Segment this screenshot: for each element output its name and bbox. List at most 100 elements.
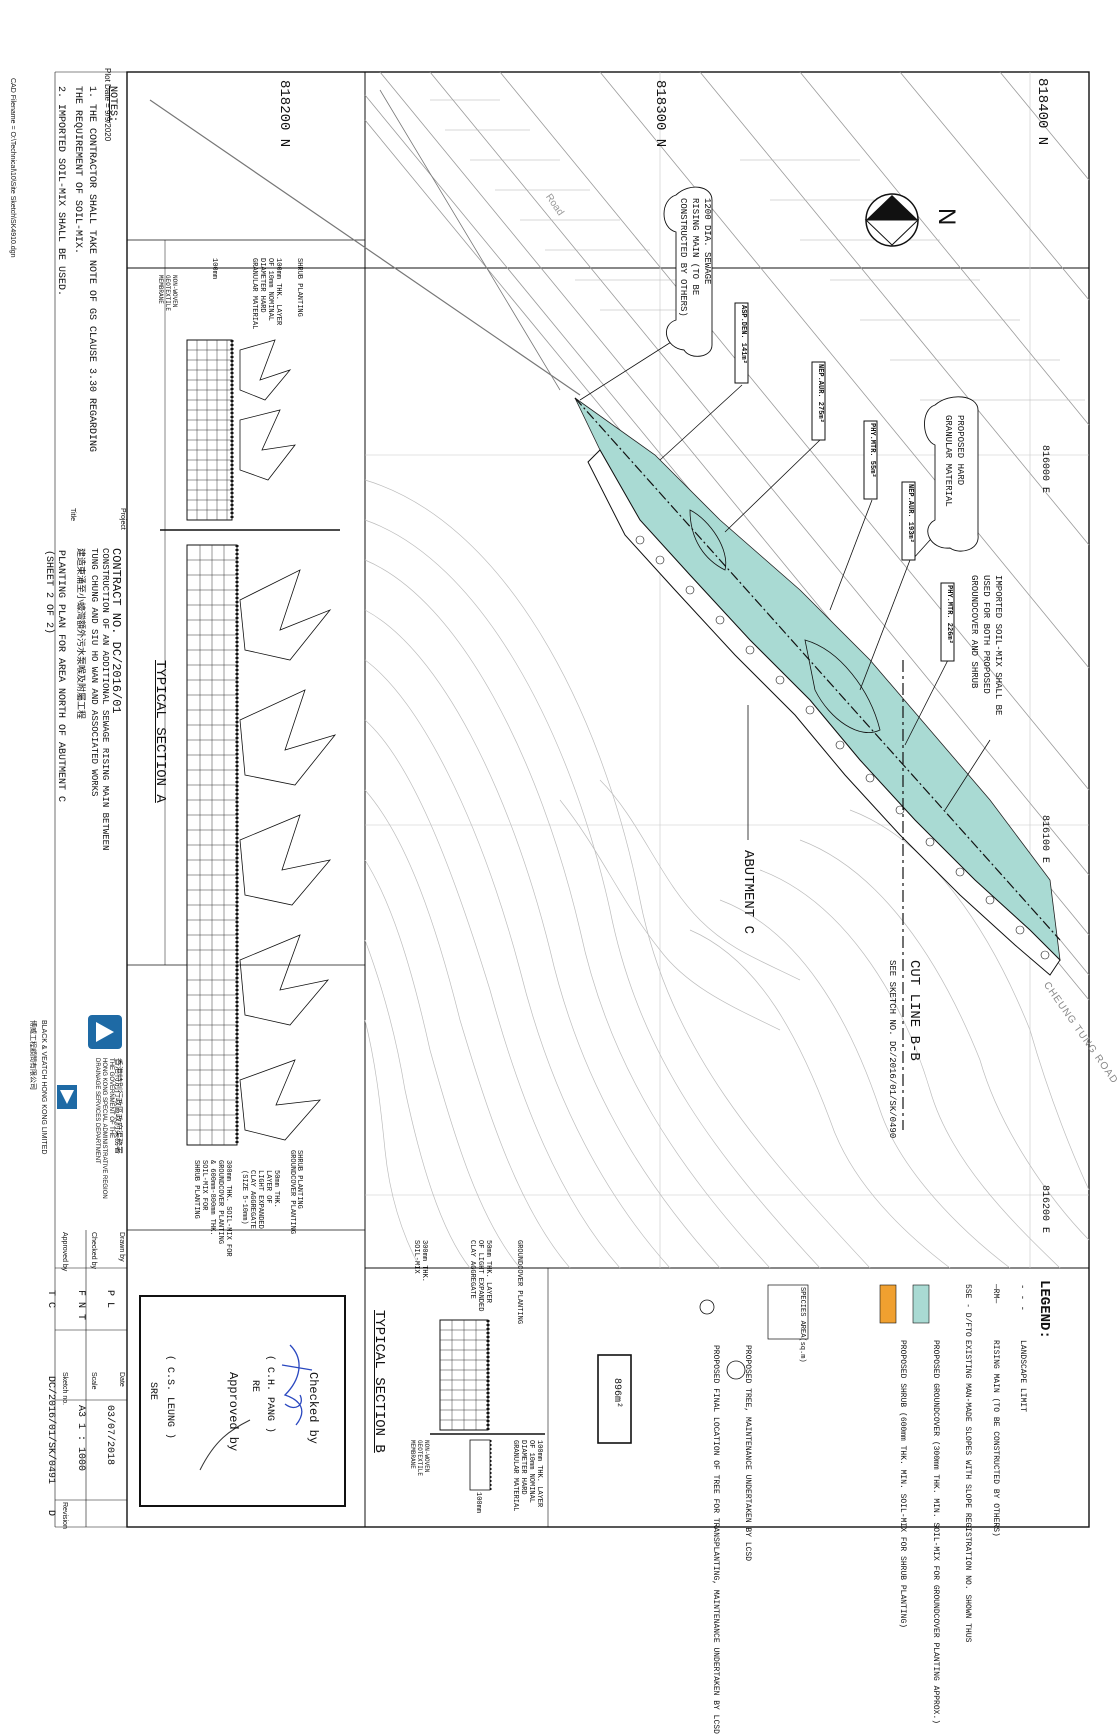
legend-heading: LEGEND: xyxy=(1036,1280,1052,1339)
bv-line-0: BLACK & VEATCH HONG KONG LIMITED xyxy=(40,1020,47,1155)
note-1: 1. THE CONTRACTOR SHALL TAKE NOTE OF GS … xyxy=(86,86,97,453)
note-1-cont: THE REQUIREMENT OF SOIL-MIX. xyxy=(72,86,83,255)
hard-granular-2: GRANULAR MATERIAL xyxy=(943,415,953,507)
north-label: N xyxy=(933,208,960,226)
sec-a-right-10: SOIL-MIX FOR xyxy=(200,1160,208,1211)
abutment-label: ABUTMENT C xyxy=(740,850,756,935)
dsd-logo-icon xyxy=(88,1015,122,1049)
drawing-canvas xyxy=(54,71,1090,1528)
sketch-label: Sketch no. xyxy=(61,1372,68,1406)
sec-a-right-8: GROUNDCOVER PLANTING xyxy=(216,1160,224,1245)
grid-816200e: 816200 E xyxy=(1039,1185,1050,1234)
north-arrow-icon xyxy=(864,193,920,247)
sec-a-right-1: GROUNDCOVER PLANTING xyxy=(288,1150,296,1235)
dsd-line-0: 香港特別行政區政府渠務署 xyxy=(114,1058,123,1154)
project-line-1: TUNG CHUNG AND SIU HO WAN AND ASSOCIATED… xyxy=(89,548,99,797)
see-sketch-label: SEE SKETCH NO. DC/2016/01/SK/0490 xyxy=(887,960,897,1139)
sec-b-label-2: OF LIGHT EXPANDED xyxy=(476,1240,484,1312)
approval-checker: ( C.H. PANG ) xyxy=(264,1355,275,1434)
legend-text-4: PROPOSED SHRUB (600mm THK. MIN. SOIL-MIX… xyxy=(898,1340,907,1629)
sewage-note-1: 1200 DIA. SEWAGE xyxy=(702,198,712,285)
legend-text-1: RISING MAIN (TO BE CONSTRUCTED BY OTHERS… xyxy=(991,1340,1000,1537)
sec-a-right-0: SHRUB PLANTING xyxy=(295,1150,303,1209)
notes-heading: NOTES: xyxy=(107,86,118,123)
approval-checked-by: Checked by xyxy=(306,1372,320,1445)
signature-icon xyxy=(281,1344,313,1426)
bv-logo-icon xyxy=(57,1085,77,1109)
cut-line-label: CUT LINE B-B xyxy=(906,960,922,1061)
revision-value: D xyxy=(45,1510,56,1517)
approved-label: Approved by xyxy=(61,1232,68,1272)
sketch-value: DC/2016/01/SK/0491 xyxy=(45,1376,56,1485)
sec-a-right-11: SHRUB PLANTING xyxy=(192,1160,200,1219)
approval-checker-role: RE xyxy=(249,1380,260,1393)
revision-label: Revision xyxy=(61,1502,68,1529)
grid-818300n: 818300 N xyxy=(652,80,668,148)
approval-approver-role: SRE xyxy=(147,1382,158,1401)
sec-b-label-8: DIAMETER HARD xyxy=(519,1440,527,1495)
hard-granular-1: PROPOSED HARD xyxy=(955,415,965,486)
sec-a-left-5: 100mm xyxy=(210,258,218,280)
legend-text-2: EXISTING MAN-MADE SLOPES WITH SLOPE REGI… xyxy=(963,1340,972,1643)
tag-phy-mtr-226: PHY.MTR. 226m² xyxy=(945,585,953,644)
sec-b-label-0: GROUNDCOVER PLANTING xyxy=(515,1240,523,1325)
approved-value: T C xyxy=(45,1290,56,1309)
date-value: 03/07/2018 xyxy=(104,1405,115,1466)
sec-a-left-4: GRANULAR MATERIAL xyxy=(250,258,258,330)
dsd-line-1: THE GOVERNMENT OF THE xyxy=(108,1058,114,1139)
sec-a-right-2: 50mm THK. xyxy=(272,1170,280,1208)
drawn-label: Drawn by xyxy=(118,1232,125,1262)
project-line-0: CONSTRUCTION OF AN ADDITIONAL SEWAGE RIS… xyxy=(100,548,110,851)
legend-text-0: LANDSCAPE LIMIT xyxy=(1018,1340,1027,1413)
dsd-line-2: HONG KONG SPECIAL ADMINISTRATIVE REGION xyxy=(101,1058,107,1199)
legend-text-3: PROPOSED GROUNDCOVER (300mm THK. MIN. SO… xyxy=(931,1340,940,1725)
sec-a-right-9: & 600mm-800mm THK. xyxy=(208,1160,216,1236)
sec-a-left-1: 100mm THK. LAYER xyxy=(274,258,282,326)
sec-b-label-7: OF 10mm NOMINAL xyxy=(527,1440,535,1504)
title-line-1: (SHEET 2 OF 2) xyxy=(43,550,54,635)
soil-mix-3: GROUNDCOVER AND SHRUB xyxy=(969,575,979,689)
sec-a-right-3: LAYER OF xyxy=(264,1170,272,1204)
checked-label: Checked by xyxy=(90,1232,97,1269)
section-b-title: TYPICAL SECTION B xyxy=(371,1310,387,1453)
sec-a-right-6: (SIZE 5-10mm) xyxy=(240,1170,248,1225)
sec-a-left-3: DIAMETER HARD xyxy=(258,258,266,313)
scale-value: A3 1 : 1000 xyxy=(75,1405,86,1472)
title-line-0: PLANTING PLAN FOR AREA NORTH OF ABUTMENT… xyxy=(55,550,66,803)
sec-b-label-1: 50mm THK. LAYER xyxy=(484,1240,492,1304)
grid-816100e: 816100 E xyxy=(1039,815,1050,864)
tag-asp-den: ASP.DEN. 141m² xyxy=(739,305,747,364)
sec-a-left-8: MEMBRANE xyxy=(157,275,164,304)
sec-b-label-12: GEOTEXTILE xyxy=(416,1440,423,1477)
legend-text-7: PROPOSED FINAL LOCATION OF TREE FOR TRAN… xyxy=(711,1345,720,1734)
grid-818200n: 818200 N xyxy=(276,80,292,148)
sec-a-left-6: NON-WOVEN xyxy=(171,275,178,308)
sec-b-label-10: 100mm xyxy=(474,1492,482,1514)
legend-symbol-0: - - - xyxy=(1017,1284,1027,1312)
drawn-value: P L xyxy=(104,1290,115,1309)
cad-filename: CAD Filename = O:\Technical\10\Site Sket… xyxy=(9,78,16,258)
sec-b-label-6: 100mm THK. LAYER xyxy=(535,1440,543,1508)
sec-a-left-0: SHRUB PLANTING xyxy=(295,258,303,317)
legend-text-6: PROPOSED TREE, MAINTENANCE UNDERTAKEN BY… xyxy=(743,1345,752,1562)
sec-a-right-4: LIGHT EXPANDED xyxy=(256,1170,264,1229)
approval-approved-by: Approved by xyxy=(226,1372,240,1452)
tag-nep-aur-275: NEP.AUR. 275m² xyxy=(816,364,824,423)
date-label: Date xyxy=(118,1372,125,1387)
note-2: 2. IMPORTED SOIL-MIX SHALL BE USED. xyxy=(55,86,66,297)
contract-number: CONTRACT NO. DC/2016/01 xyxy=(109,548,123,714)
soil-mix-2: USED FOR BOTH PROPOSED xyxy=(981,575,991,694)
bv-line-1: 博威工程顧問有限公司 xyxy=(29,1020,36,1090)
tag-nep-aur-193: NEP.AUR. 193m² xyxy=(906,484,914,543)
legend-symbol-1: —RM— xyxy=(991,1284,1000,1304)
project-label: Project xyxy=(119,508,126,530)
checked-value: F N T xyxy=(75,1290,86,1321)
legend-symbol-2: 5SE - D/FTO xyxy=(963,1284,972,1337)
legend-area-total: 896m² xyxy=(611,1378,622,1409)
sec-b-label-4: 300mm THK. xyxy=(420,1240,428,1283)
sec-a-left-7: GEOTEXTILE xyxy=(164,275,171,312)
sec-b-label-3: CLAY AGGREGATE xyxy=(468,1240,476,1299)
dsd-line-3: DRAINAGE SERVICES DEPARTMENT xyxy=(94,1058,100,1164)
section-a-title: TYPICAL SECTION A xyxy=(152,660,168,803)
scale-label: Scale xyxy=(90,1372,97,1390)
